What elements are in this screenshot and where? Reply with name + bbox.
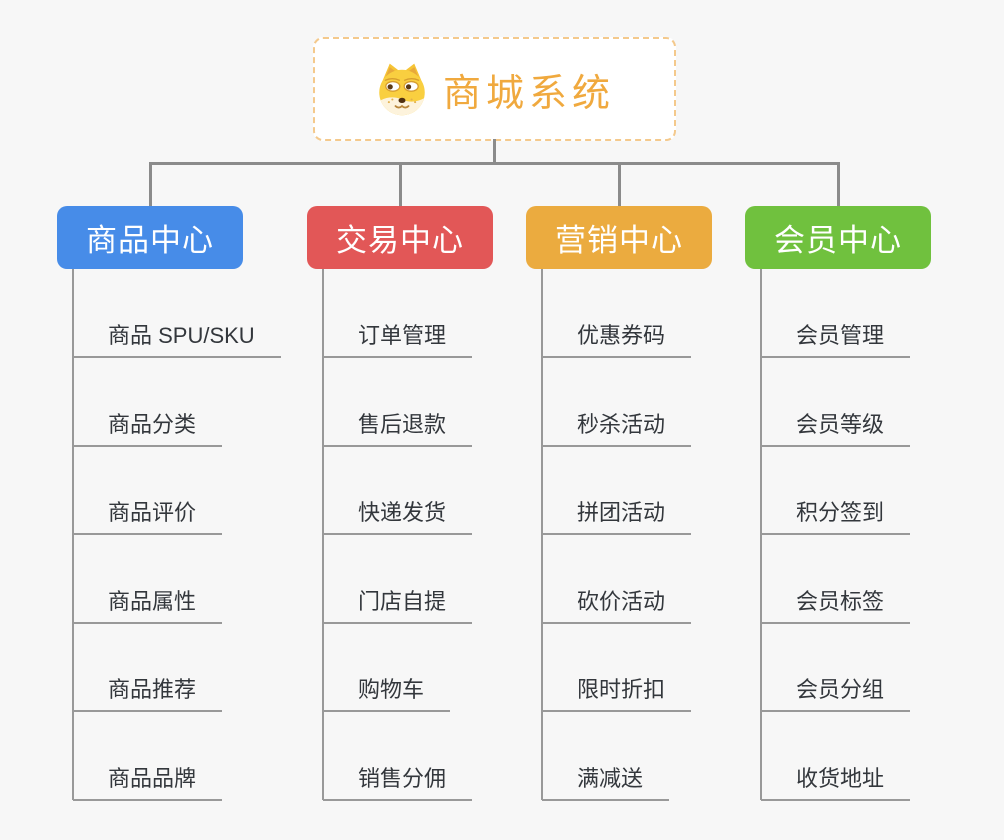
leaf-node[interactable]: 售后退款 [323, 411, 473, 447]
root-title: 商城系统 [442, 72, 615, 115]
root-stem-connector [493, 139, 496, 162]
leaf-node[interactable]: 会员分组 [761, 676, 911, 712]
leaf-node[interactable]: 门店自提 [323, 588, 473, 624]
leaf-node[interactable]: 会员管理 [761, 322, 911, 358]
leaf-node[interactable]: 商品推荐 [73, 676, 223, 712]
leaf-node[interactable]: 商品分类 [73, 411, 223, 447]
leaf-node[interactable]: 满减送 [542, 765, 670, 801]
branch-drop-connector [148, 162, 152, 206]
doge-icon [374, 61, 430, 117]
root-node[interactable]: 商城系统 [313, 37, 676, 141]
leaf-node[interactable]: 积分签到 [761, 499, 911, 535]
branch-drop-connector [836, 162, 840, 206]
leaf-node[interactable]: 快递发货 [323, 499, 473, 535]
leaf-node[interactable]: 商品属性 [73, 588, 223, 624]
branch-drop-connector [617, 162, 621, 206]
branch-label: 会员中心 [774, 223, 902, 258]
leaf-node[interactable]: 购物车 [323, 676, 451, 712]
leaf-node[interactable]: 限时折扣 [542, 676, 692, 712]
branch-label: 营销中心 [555, 223, 683, 258]
branch-label: 交易中心 [336, 223, 464, 258]
leaf-node[interactable]: 收货地址 [761, 765, 911, 801]
branch-node-3[interactable]: 营销中心 [526, 206, 712, 269]
branch-node-4[interactable]: 会员中心 [745, 206, 931, 269]
leaf-node[interactable]: 商品品牌 [73, 765, 223, 801]
horizontal-connector [148, 162, 840, 165]
leaf-node[interactable]: 会员等级 [761, 411, 911, 447]
branch-drop-connector [398, 162, 402, 206]
leaf-node[interactable]: 砍价活动 [542, 588, 692, 624]
leaf-node[interactable]: 销售分佣 [323, 765, 473, 801]
leaf-node[interactable]: 商品评价 [73, 499, 223, 535]
branch-node-1[interactable]: 商品中心 [57, 206, 243, 269]
leaf-node[interactable]: 拼团活动 [542, 499, 692, 535]
leaf-node[interactable]: 商品 SPU/SKU [73, 322, 281, 358]
leaf-node[interactable]: 秒杀活动 [542, 411, 692, 447]
leaf-node[interactable]: 优惠券码 [542, 322, 692, 358]
leaf-node[interactable]: 订单管理 [323, 322, 473, 358]
branch-node-2[interactable]: 交易中心 [307, 206, 493, 269]
leaf-node[interactable]: 会员标签 [761, 588, 911, 624]
branch-label: 商品中心 [86, 223, 214, 258]
